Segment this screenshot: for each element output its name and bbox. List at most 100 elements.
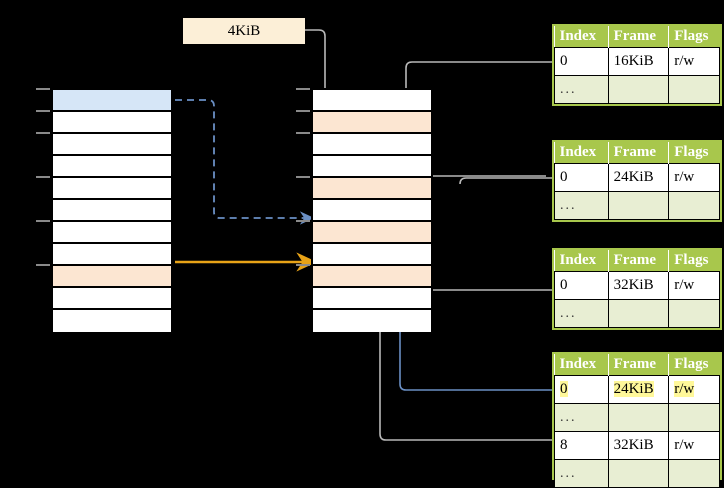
- memory-row: [53, 310, 171, 332]
- table-cell: ...: [554, 299, 609, 328]
- wire-table2-stub: [459, 177, 640, 185]
- table-cell: 32KiB: [607, 271, 670, 300]
- memory-row: [313, 200, 431, 222]
- table-row[interactable]: 0 24KiB r/w: [554, 375, 720, 404]
- table-cell: 8: [554, 431, 609, 460]
- column-header-index: Index: [554, 250, 609, 272]
- wire-table1-to-physmem: [400, 61, 552, 182]
- memory-row: [53, 244, 171, 266]
- table-row[interactable]: ...: [554, 403, 720, 432]
- row-tick-mark: [296, 110, 310, 112]
- table-cell: r/w: [668, 271, 720, 300]
- table-cell: ...: [554, 403, 609, 432]
- highlighted-value: 24KiB: [613, 381, 654, 397]
- wire-vaddr-blue-to-physmem: [175, 99, 315, 225]
- memory-row: [53, 178, 171, 200]
- page-size-label: 4KiB: [183, 18, 305, 44]
- column-header-flags: Flags: [668, 26, 720, 48]
- row-tick-mark: [296, 132, 310, 134]
- table-cell: r/w: [668, 431, 720, 460]
- memory-row: [313, 310, 431, 332]
- table-row[interactable]: ...: [554, 459, 720, 488]
- physical-memory-column: [311, 88, 433, 332]
- row-tick-mark: [36, 220, 50, 222]
- memory-row: [313, 288, 431, 310]
- column-header-frame: Frame: [608, 142, 670, 164]
- table-cell: [607, 299, 670, 328]
- table-cell: 0: [554, 47, 609, 76]
- table-cell: [607, 191, 670, 220]
- row-tick-mark: [36, 88, 50, 90]
- table-cell: 0: [554, 163, 609, 192]
- row-tick-mark: [36, 110, 50, 112]
- wire-label-to-physmem: [303, 29, 331, 116]
- memory-row: [313, 266, 431, 288]
- table-cell: [668, 75, 720, 104]
- column-header-index: Index: [554, 26, 609, 48]
- highlighted-value: 0: [560, 381, 568, 397]
- highlighted-value: r/w: [674, 381, 695, 397]
- table-cell: 16KiB: [607, 47, 670, 76]
- table-row[interactable]: ...: [554, 299, 720, 328]
- column-header-frame: Frame: [608, 250, 670, 272]
- row-tick-mark: [36, 264, 50, 266]
- row-tick-mark: [36, 176, 50, 178]
- table-cell: r/w: [668, 375, 720, 404]
- column-header-index: Index: [554, 142, 609, 164]
- memory-row: [53, 266, 171, 288]
- table-cell: [607, 459, 670, 488]
- table-cell: [607, 75, 670, 104]
- table-cell: 24KiB: [607, 375, 670, 404]
- memory-row: [313, 134, 431, 156]
- table-cell: ...: [554, 75, 609, 104]
- table-row[interactable]: ...: [554, 75, 720, 104]
- memory-row: [53, 134, 171, 156]
- memory-row: [313, 222, 431, 244]
- memory-row: [313, 112, 431, 134]
- column-header-index: Index: [554, 354, 609, 376]
- memory-row: [53, 288, 171, 310]
- table-cell: [668, 459, 720, 488]
- column-header-frame: Frame: [608, 354, 670, 376]
- column-header-flags: Flags: [668, 250, 720, 272]
- table-cell: 0: [554, 375, 609, 404]
- wire-table4-row0-to-physmem: [394, 218, 552, 391]
- virtual-address-space-column: [51, 88, 173, 332]
- column-header-flags: Flags: [668, 354, 720, 376]
- table-cell: 32KiB: [607, 431, 670, 460]
- column-header-frame: Frame: [608, 26, 670, 48]
- memory-row: [313, 178, 431, 200]
- row-tick-mark: [36, 132, 50, 134]
- memory-row: [53, 156, 171, 178]
- table-cell: [668, 299, 720, 328]
- wire-table4-row8-to-physmem: [374, 266, 552, 441]
- row-tick-mark: [296, 88, 310, 90]
- memory-row: [53, 222, 171, 244]
- row-tick-mark: [296, 176, 310, 178]
- wire-table3-to-physmem: [412, 266, 552, 291]
- memory-row: [313, 156, 431, 178]
- table-row[interactable]: ...: [554, 191, 720, 220]
- memory-row: [313, 90, 431, 112]
- table-cell: ...: [554, 191, 609, 220]
- row-tick-mark: [296, 220, 310, 222]
- table-cell: r/w: [668, 47, 720, 76]
- table-cell: [607, 403, 670, 432]
- row-tick-mark: [296, 264, 310, 266]
- memory-row: [313, 244, 431, 266]
- table-cell: r/w: [668, 163, 720, 192]
- table-cell: 0: [554, 271, 609, 300]
- table-cell: [668, 403, 720, 432]
- wire-physmem-to-table2: [417, 175, 546, 183]
- table-cell: [668, 191, 720, 220]
- column-header-flags: Flags: [668, 142, 720, 164]
